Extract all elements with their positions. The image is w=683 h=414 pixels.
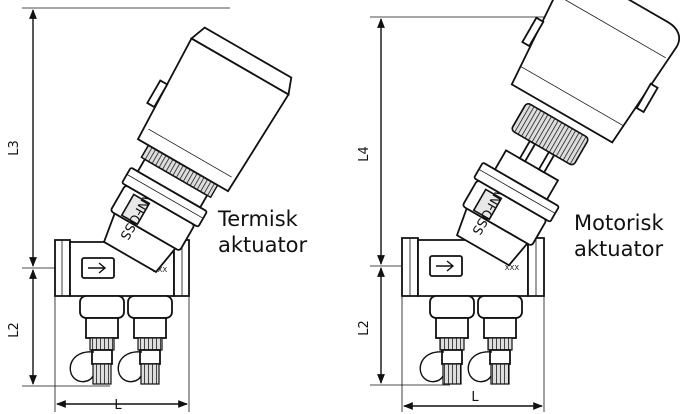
caption-line-2: aktuator: [574, 237, 664, 261]
caption-line-2: aktuator: [218, 233, 308, 257]
danfoss-label: [472, 188, 503, 221]
flow-arrow-icon: [436, 260, 455, 272]
left-cartridges: [69, 295, 173, 385]
dim-l2-label: L2: [7, 322, 22, 338]
dim-l3-label: L3: [7, 140, 22, 156]
knurled-ring: [511, 102, 589, 166]
left-valve-body: XXX: [54, 239, 190, 297]
right-cartridges: [419, 295, 523, 385]
marking-text: XXX: [505, 264, 520, 272]
left-figure: L3 L2 L XXX DANFOSS: [7, 7, 293, 413]
right-figure: L4 L2 L XXX DANFOSS: [357, 0, 680, 412]
caption-motor-actuator: Motorisk aktuator: [574, 210, 664, 262]
left-dimension-lines: [22, 7, 230, 412]
dim-l4-label: L4: [357, 146, 372, 162]
caption-thermal-actuator: Termisk aktuator: [218, 206, 307, 258]
flow-arrow-icon: [88, 262, 107, 274]
marking-text: XXX: [153, 266, 168, 274]
caption-line-1: Motorisk: [574, 211, 664, 235]
caption-line-1: Termisk: [218, 207, 298, 231]
dim-l-label: L: [471, 390, 479, 405]
thermal-actuator: DANFOSS: [102, 26, 293, 274]
dim-l-label: L: [114, 398, 122, 413]
dim-l2-label: L2: [357, 320, 372, 336]
danfoss-label: [120, 193, 151, 226]
right-dimension-lines: [370, 16, 560, 412]
motor-actuator: DANFOSS: [455, 0, 680, 267]
